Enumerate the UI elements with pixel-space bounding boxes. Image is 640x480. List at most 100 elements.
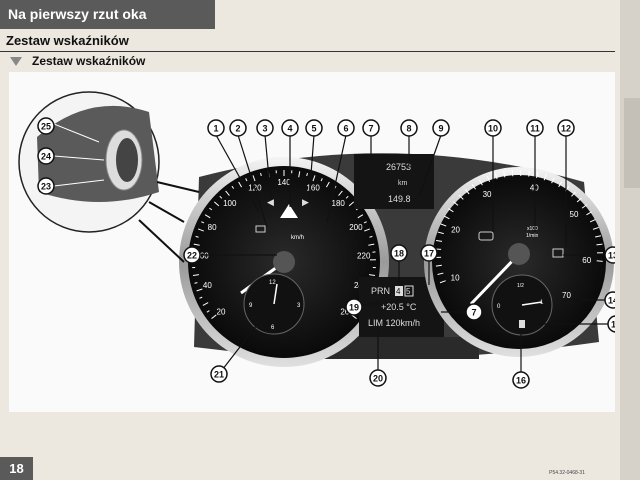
svg-text:25: 25: [41, 122, 51, 132]
callout-11: 11: [527, 120, 543, 136]
callout-7: 7: [466, 304, 482, 320]
svg-text:14: 14: [608, 296, 615, 306]
svg-text:10: 10: [488, 124, 498, 134]
callout-8: 8: [401, 120, 417, 136]
tacho-unit-top: x100: [527, 226, 538, 232]
section-title: Zestaw wskaźników: [6, 33, 129, 48]
svg-text:23: 23: [41, 182, 51, 192]
callout-10: 10: [485, 120, 501, 136]
svg-text:19: 19: [349, 303, 359, 313]
gear-current: 4: [396, 287, 401, 296]
callout-1: 1: [208, 120, 224, 136]
callout-12: 12: [558, 120, 574, 136]
speed-label: 60: [200, 251, 209, 260]
svg-text:15: 15: [611, 320, 615, 330]
speed-unit: km/h: [291, 235, 304, 241]
speed-label: 160: [306, 183, 320, 192]
svg-text:22: 22: [187, 251, 197, 261]
speed-label: 200: [349, 223, 363, 232]
odometer: 26753: [386, 162, 411, 172]
subsection-title: Zestaw wskaźników: [32, 54, 145, 68]
callout-7: 7: [363, 120, 379, 136]
chapter-title: Na pierwszy rzut oka: [8, 6, 147, 22]
svg-text:24: 24: [41, 152, 51, 162]
speed-label: 100: [223, 199, 237, 208]
svg-text:17: 17: [424, 249, 434, 259]
tacho-label-70: 70: [562, 291, 571, 300]
speed-label: 40: [203, 281, 212, 290]
svg-text:6: 6: [343, 124, 348, 134]
svg-text:13: 13: [608, 251, 615, 261]
callout-18: 18: [391, 245, 407, 261]
clock-12: 12: [269, 280, 276, 286]
rpm-label: 10: [451, 273, 460, 282]
rpm-label: 60: [582, 256, 591, 265]
rpm-hub: [508, 243, 530, 265]
right-turn-signal-icon: ▶: [302, 197, 309, 207]
svg-text:7: 7: [368, 124, 373, 134]
callout-13: 13: [605, 247, 615, 263]
svg-text:2: 2: [235, 124, 240, 134]
svg-text:18: 18: [394, 249, 404, 259]
callout-17: 17: [421, 245, 437, 261]
callout-6: 6: [338, 120, 354, 136]
svg-text:8: 8: [406, 124, 411, 134]
callout-21: 21: [211, 366, 227, 382]
gear-next: 5: [406, 287, 411, 296]
divider: [0, 51, 615, 52]
speed-label: 220: [357, 251, 371, 260]
svg-text:21: 21: [214, 370, 224, 380]
triangle-icon: [10, 57, 22, 66]
callout-14: 14: [605, 292, 615, 308]
svg-text:1: 1: [213, 124, 218, 134]
rpm-label: 20: [451, 226, 460, 235]
gear-indicator: PRN: [371, 286, 390, 296]
svg-text:3: 3: [262, 124, 267, 134]
steering-bezel-inner: [116, 138, 138, 182]
svg-text:12: 12: [561, 124, 571, 134]
svg-text:5: 5: [311, 124, 316, 134]
fuel-half: 1/2: [517, 283, 524, 289]
speed-hub: [273, 251, 295, 273]
outside-temperature: +20.5 °C: [381, 302, 417, 312]
tacho-unit-bottom: 1/min: [526, 233, 538, 239]
speed-label: 80: [208, 223, 217, 232]
speed-label: 140: [277, 178, 291, 187]
rpm-label: 50: [570, 210, 579, 219]
chapter-header: Na pierwszy rzut oka: [0, 0, 215, 29]
instrument-cluster-illustration: 20406080100120140160180200220240260 km/h…: [9, 72, 615, 412]
callout-15: 15: [608, 316, 615, 332]
callout-25: 25: [38, 118, 54, 134]
instrument-cluster-figure: 20406080100120140160180200220240260 km/h…: [9, 72, 615, 412]
callout-16: 16: [513, 372, 529, 388]
callout-3: 3: [257, 120, 273, 136]
speed-limiter: LIM 120km/h: [368, 318, 420, 328]
svg-text:7: 7: [471, 308, 476, 318]
figure-code: P54.32-0468-31: [549, 470, 585, 476]
rpm-tick: [596, 244, 602, 245]
svg-text:9: 9: [438, 124, 443, 134]
svg-text:11: 11: [530, 124, 540, 134]
callout-23: 23: [38, 178, 54, 194]
fuel-pump-icon: [519, 320, 525, 328]
next-page-edge: [620, 0, 640, 480]
callout-5: 5: [306, 120, 322, 136]
speed-tick: [194, 283, 197, 284]
rpm-label: 30: [483, 190, 492, 199]
callout-4: 4: [282, 120, 298, 136]
rpm-tick: [597, 261, 603, 262]
callout-22: 22: [184, 247, 200, 263]
callout-20: 20: [370, 370, 386, 386]
page-number: 18: [0, 457, 33, 480]
page-tab: [624, 98, 640, 188]
callout-2: 2: [230, 120, 246, 136]
svg-text:20: 20: [373, 374, 383, 384]
trip-meter: 149.8: [388, 194, 411, 204]
callout-19: 19: [346, 299, 362, 315]
speed-label: 180: [332, 199, 346, 208]
speed-label: 20: [217, 307, 226, 316]
subsection-heading: Zestaw wskaźników: [10, 54, 145, 68]
callout-24: 24: [38, 148, 54, 164]
svg-text:16: 16: [516, 376, 526, 386]
